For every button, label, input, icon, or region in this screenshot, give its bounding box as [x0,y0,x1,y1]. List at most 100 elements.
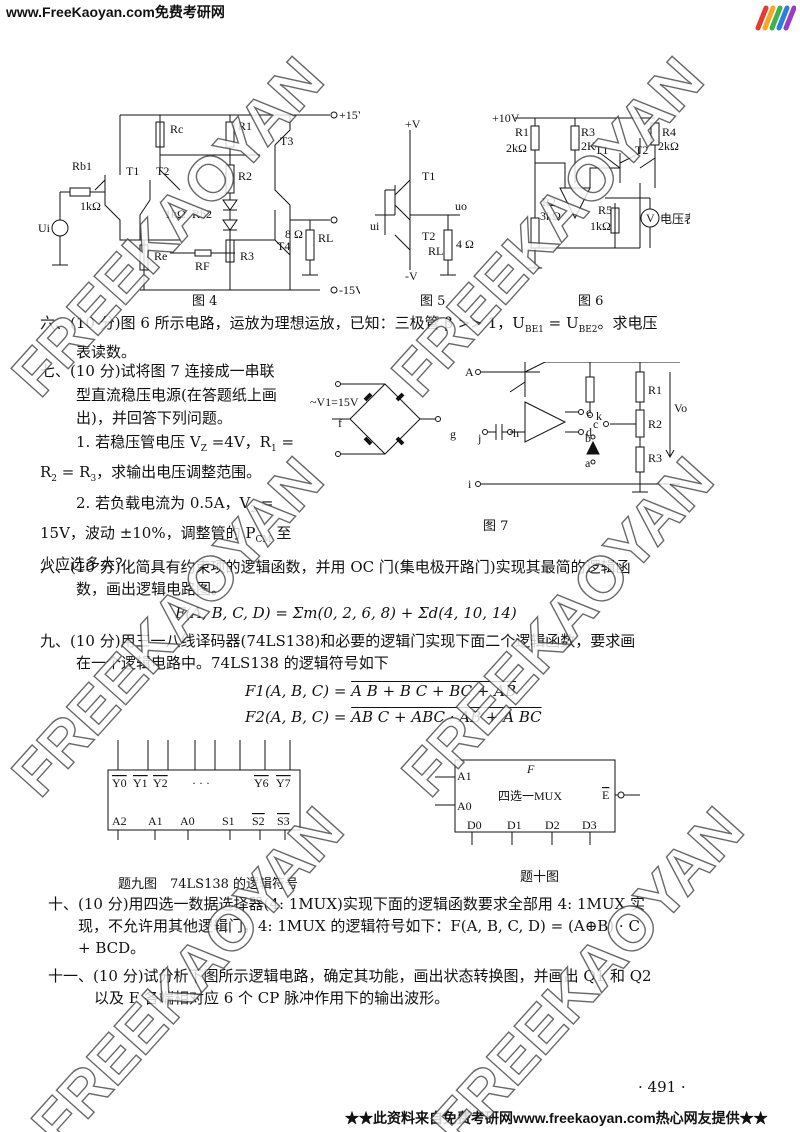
question-9: 九、(10 分)用三一八线译码器(74LS138)和必要的逻辑门实现下面二个逻辑… [40,630,635,674]
label: T3 [280,134,293,148]
label: Vo [674,401,687,415]
q6-text: = U [543,314,579,332]
q6-sub: BE2 [578,325,598,335]
q9-line: 在一个逻辑电路中。74LS138 的逻辑符号如下 [76,654,389,672]
q7-line: =4V，R [206,432,271,451]
label: A2 [112,814,127,828]
label: f [338,416,342,430]
label: E [602,788,609,802]
q9-line: 九、(10 分)用三一八线译码器(74LS138)和必要的逻辑门实现下面二个逻辑… [40,632,636,650]
label: 2kΩ [658,139,679,153]
label: Y6 [254,776,269,790]
label: D0 [467,818,482,832]
label: T1 [595,143,608,157]
label: 3kΩ [540,209,561,223]
label: A0 [457,799,472,813]
label: -15V [339,283,360,297]
label: ui [370,219,380,233]
label: 4 Ω [456,237,474,251]
q7-sub: 2 [51,474,58,484]
label: Rb1 [72,159,92,173]
label: R3 [648,451,662,465]
label: c [586,405,591,419]
figure-5-caption: 图 5 [420,294,446,309]
label: j [477,431,481,445]
label: +15V [339,108,360,122]
q7-sub: Z [200,443,207,454]
q7-line: 2. 若负载电流为 0.5A，V [76,493,251,512]
label: T2 [422,229,435,243]
label: RF [195,259,210,273]
label: T2 [156,164,169,178]
f1-rhs: A B + B C + BC + AB [351,682,517,700]
q7-line: = [276,432,295,451]
label: 8 Ω [285,227,303,241]
q8-line: 数，画出逻辑电路图。 [76,580,227,598]
label: +V [405,120,421,131]
label: 2K [581,139,596,153]
label: uo [455,199,467,213]
label: Rc [170,122,183,136]
figure-7-caption: 图 7 [483,519,509,534]
label: h [513,426,519,440]
label: Y1 [133,776,148,790]
q10-line: 现，不允许用其他逻辑门，4: 1MUX 的逻辑符号如下：F(A, B, C, D… [78,917,640,935]
q7-sub: 2 [250,504,257,515]
q6-text: 六、(10 分)图 6 所示电路，运放为理想运放，已知：三极管 β >> 1，U [40,314,525,332]
q7-sub: 3 [90,474,97,484]
q7-line: 少应选多大？ [40,554,131,573]
site-logo-icon [755,5,796,31]
label: R3 [581,125,595,139]
label: D1 [507,818,522,832]
label: V [646,211,655,225]
q7-line: 型直流稳压电源(在答题纸上画 [76,385,277,404]
label: S3 [277,814,290,828]
label: R1 [648,383,662,397]
label: -V [405,269,418,280]
q6-text: 。求电压 [597,314,658,332]
label: · · · [192,776,210,790]
label: Y2 [153,776,168,790]
q10-line: + BCD。 [78,939,146,957]
label: Re [154,249,167,263]
label: A0 [180,814,195,828]
figure-4-caption: 图 4 [192,294,218,309]
question-10: 十、(10 分)用四选一数据选择器(4: 1MUX)实现下面的逻辑函数要求全部用… [48,893,645,959]
f2-lhs: F2(A, B, C) = [245,708,352,726]
label: S2 [252,814,265,828]
label: 四选一MUX [498,789,562,803]
label: T4 [277,239,290,253]
label: Y0 [112,776,127,790]
label: Y7 [276,776,291,790]
label: Rb2 [192,207,212,221]
label: +10V [492,111,520,125]
question-11: 十一、(10 分)试分析下图所示逻辑电路，确定其功能，画出状态转换图，并画出 Q… [48,965,652,1009]
label: d [586,425,592,439]
label: D2 [545,818,560,832]
label: R2 [238,169,252,183]
q11-line: 以及 F 各端相对应 6 个 CP 脉冲作用下的输出波形。 [94,989,450,1007]
label: R2 [542,195,556,209]
label: 1kΩ [80,199,101,213]
figure-9-caption: 题九图 74LS138 的逻辑符号 [118,877,299,892]
q7-line: 至 [271,524,292,542]
q8-line: 八、(10 分)化简具有约束项的逻辑函数，并用 OC 门(集电极开路门)实现其最… [40,558,631,576]
q7-sub: CM [255,535,272,545]
label: k [596,409,602,423]
q7-line: ，求输出电压调整范围。 [96,463,262,481]
label: i [468,477,472,491]
figure-7-circuit: ~V1=15V f g j h A k c d c R1 R2 R3 Vo b … [310,362,687,493]
q7-line: 出)，并回答下列问题。 [76,409,232,427]
q6-sub: BE1 [524,325,544,335]
q7-line: R [40,463,52,481]
site-header[interactable]: www.FreeKaoyan.com免费考研网 [6,4,225,20]
label: D3 [582,818,597,832]
label: Ui [38,221,51,235]
q7-line: 七、(10 分)试将图 7 连接成一串联 [40,362,275,380]
label: 1kΩ [165,207,186,221]
page-number: · 491 · [638,1078,686,1096]
figure-10-mux: F 四选一MUX A1 A0 E D0 D1 D2 D3 [435,759,640,845]
q7-line: 1. 若稳压管电压 V [76,432,201,451]
figure-10-caption: 题十图 [520,870,560,885]
q7-line: = R [57,463,91,481]
